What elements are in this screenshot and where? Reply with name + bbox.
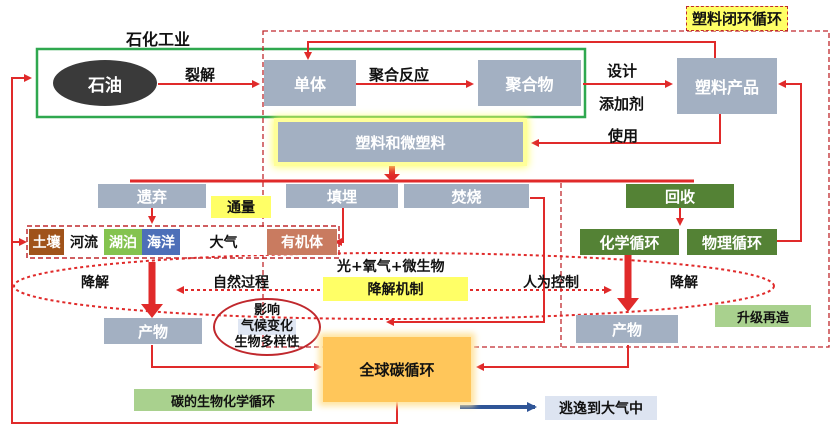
- design-label: 设计: [607, 62, 638, 80]
- env-lake: 湖泊: [104, 229, 142, 255]
- closed-loop-frame: [262, 30, 830, 348]
- closed-loop-title: 塑料闭环循环: [686, 6, 789, 31]
- env-organism: 有机体: [267, 229, 337, 255]
- landfill-node[interactable]: 填埋: [286, 184, 398, 208]
- degrade-right-label: 降解: [670, 275, 698, 291]
- plastic-microplastic-node[interactable]: 塑料和微塑料: [278, 122, 523, 162]
- chemical-cycle-node[interactable]: 化学循环: [580, 229, 679, 255]
- escape-label: 逃逸到大气中: [545, 396, 657, 420]
- degradation-ellipse: [13, 252, 775, 320]
- impact-biodiversity: 生物多样性: [234, 335, 300, 350]
- env-ocean: 海洋: [142, 229, 180, 255]
- env-soil: 土壤: [29, 229, 64, 255]
- degrade-left-label: 降解: [81, 275, 109, 291]
- polymer-node[interactable]: 聚合物: [478, 60, 581, 106]
- impact-heading: 影响: [253, 303, 280, 318]
- product-left-node[interactable]: 产物: [104, 318, 202, 344]
- polymerization-label: 聚合反应: [369, 66, 430, 84]
- upgrade-label: 升级再造: [715, 305, 811, 327]
- incineration-node[interactable]: 焚烧: [404, 184, 529, 208]
- product-right-node[interactable]: 产物: [576, 315, 678, 343]
- impact-climate: 气候变化: [237, 319, 296, 335]
- natural-process-label: 自然过程: [213, 275, 269, 291]
- env-atmosphere: 大气: [180, 229, 267, 255]
- additives-label: 添加剂: [599, 95, 645, 113]
- petrochem-title: 石化工业: [126, 30, 191, 49]
- physical-cycle-node[interactable]: 物理循环: [687, 229, 777, 255]
- biogeochemical-label: 碳的生物化学循环: [134, 389, 312, 411]
- mechanism-heading: 光+氧气+微生物: [337, 259, 445, 275]
- recycle-node[interactable]: 回收: [626, 184, 734, 208]
- use-label: 使用: [608, 127, 639, 145]
- impact-ellipse: 影响 气候变化 生物多样性: [213, 298, 321, 356]
- human-control-label: 人为控制: [523, 275, 579, 291]
- global-carbon-node[interactable]: 全球碳循环: [323, 337, 471, 402]
- monomer-node[interactable]: 单体: [264, 60, 356, 106]
- cracking-label: 裂解: [185, 66, 216, 84]
- oil-node[interactable]: 石油: [53, 60, 157, 106]
- env-river: 河流: [64, 229, 104, 255]
- plastic-product-node[interactable]: 塑料产品: [677, 58, 777, 114]
- environment-strip: 土壤 河流 湖泊 海洋 大气 有机体: [29, 229, 337, 255]
- mechanism-label: 降解机制: [323, 277, 468, 301]
- discard-node[interactable]: 遗弃: [98, 184, 206, 208]
- flux-label: 通量: [211, 196, 271, 218]
